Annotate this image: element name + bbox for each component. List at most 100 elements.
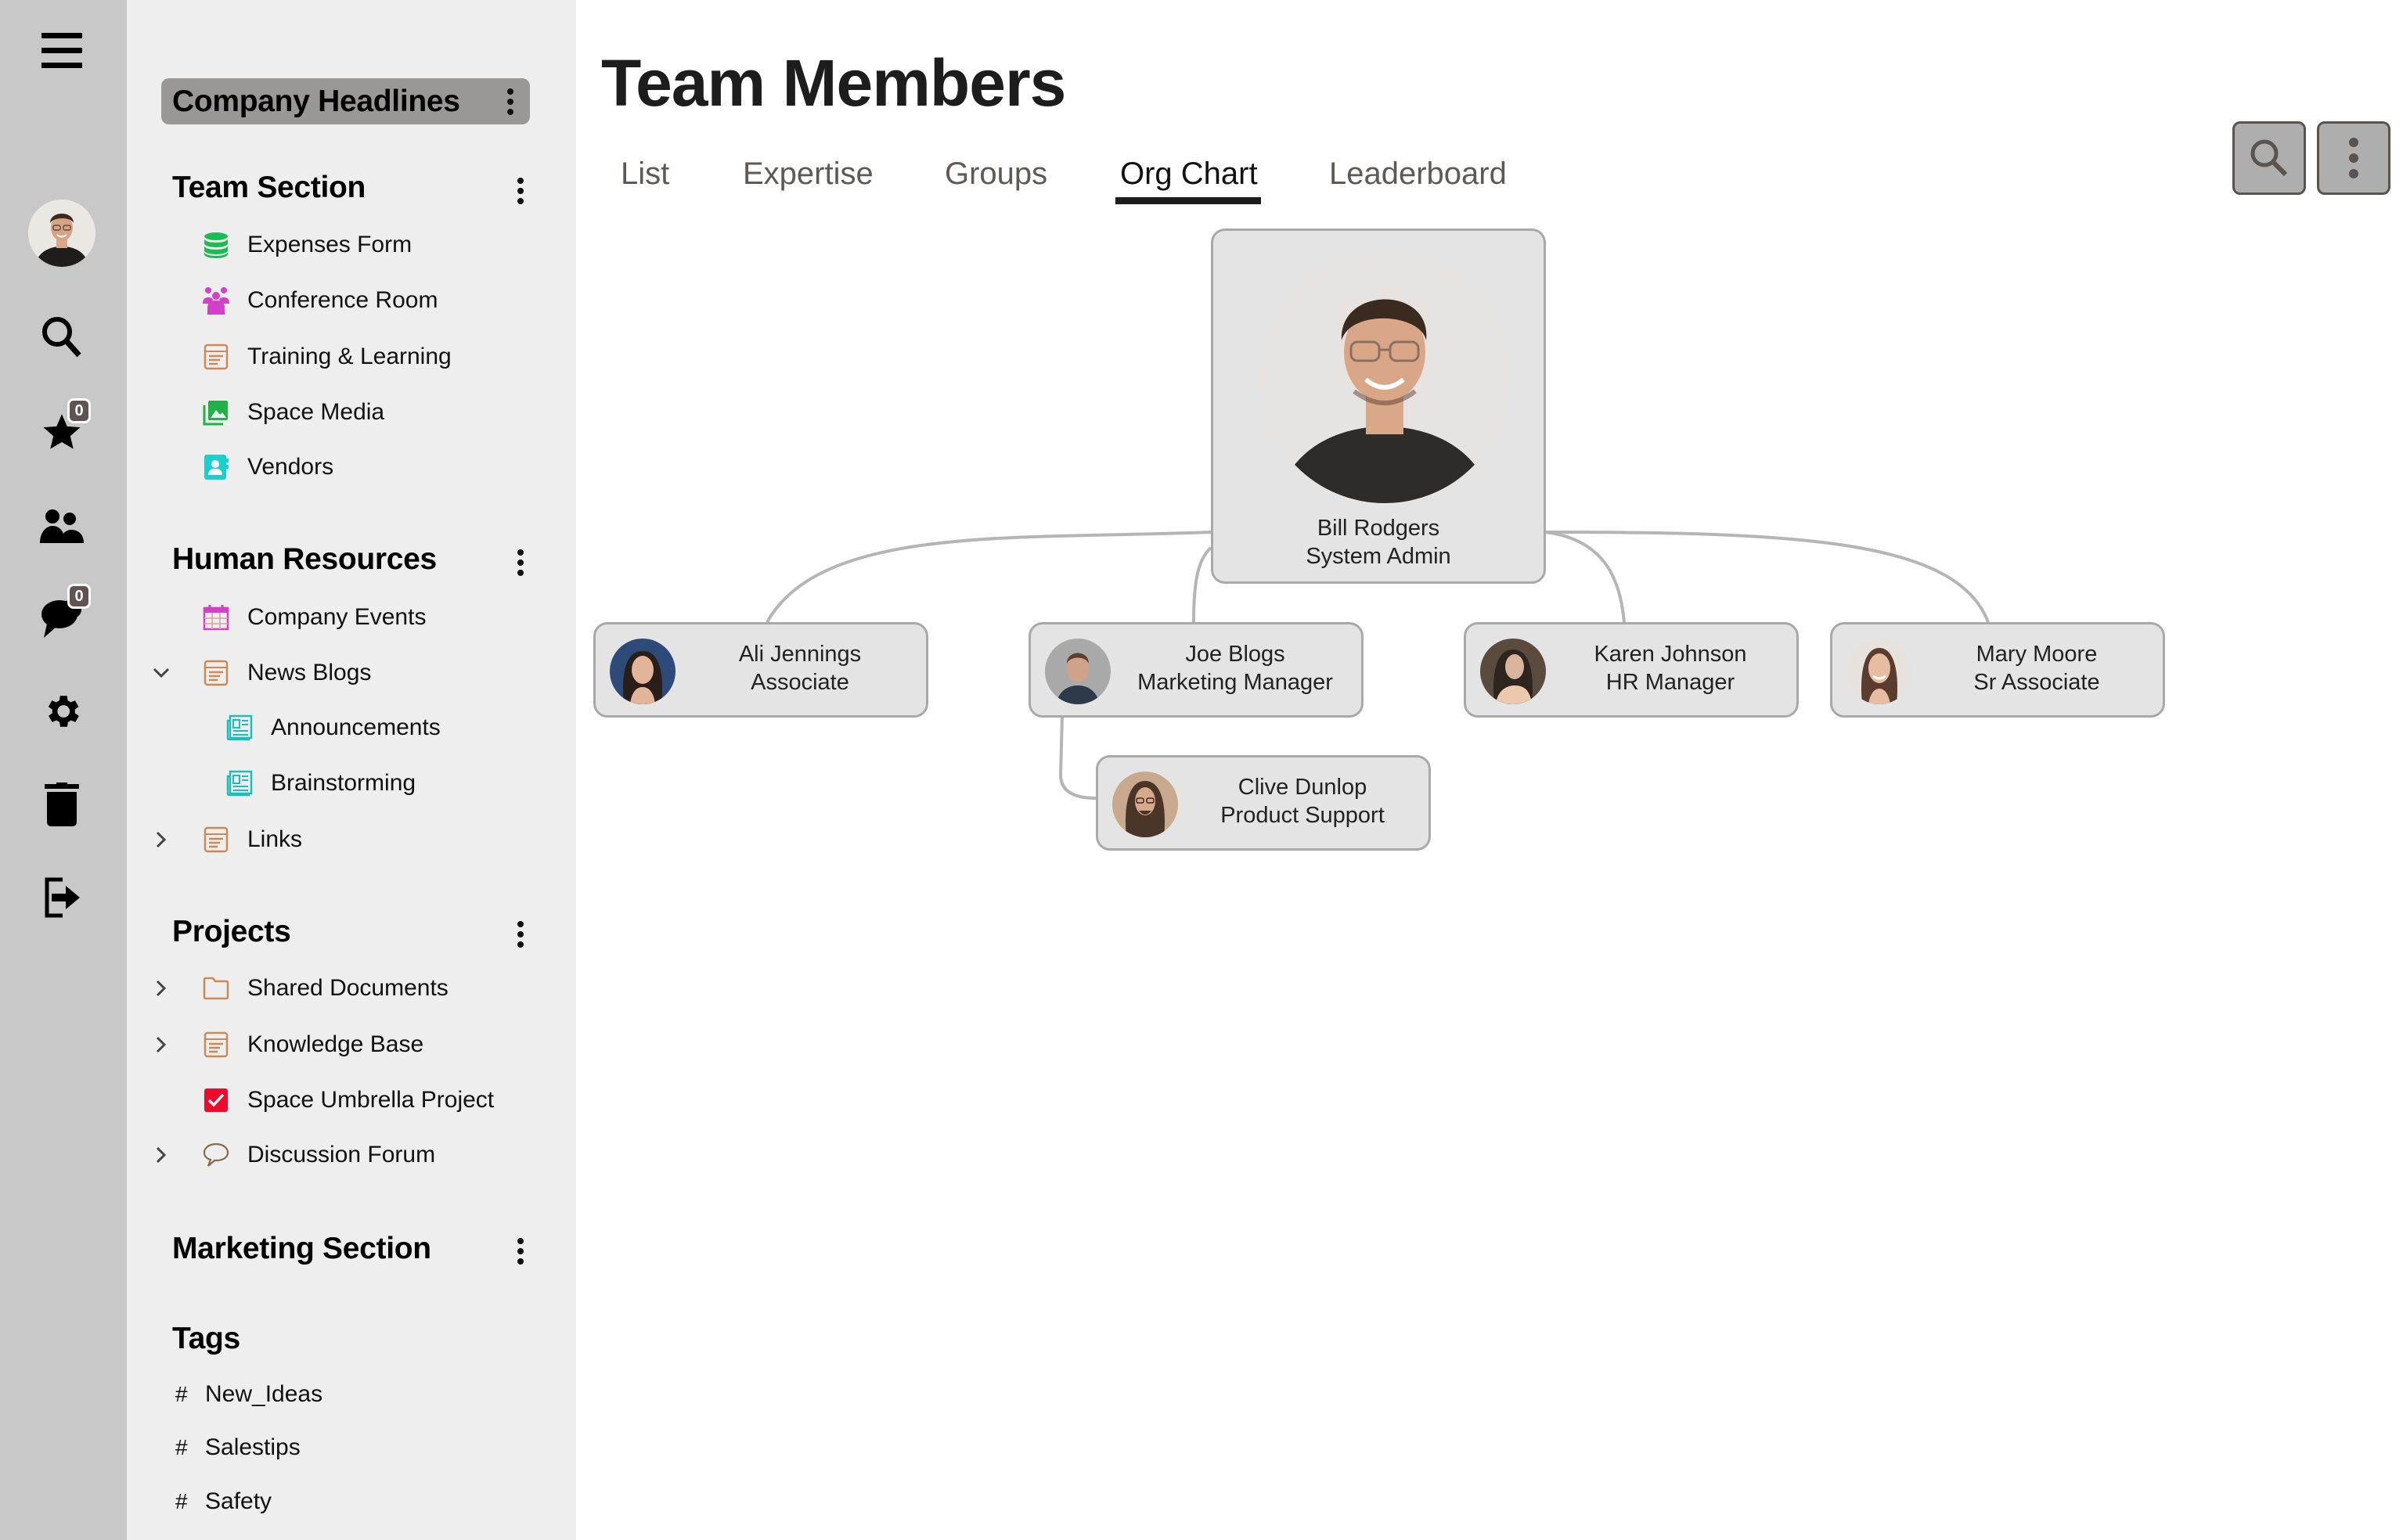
- person-info: Joe Blogs Marketing Manager: [1117, 640, 1353, 696]
- icon-rail: 0 0: [0, 0, 127, 1540]
- chevron-right-icon[interactable]: [150, 829, 172, 851]
- search-button[interactable]: [2232, 121, 2306, 195]
- company-headlines-button[interactable]: Company Headlines: [161, 78, 530, 124]
- people-icon[interactable]: [28, 498, 95, 553]
- gear-icon[interactable]: [28, 684, 95, 739]
- sidebar-item-label: Knowledge Base: [247, 1031, 424, 1057]
- org-card-joe-blogs[interactable]: Joe Blogs Marketing Manager: [1029, 622, 1364, 718]
- tab-leaderboard[interactable]: Leaderboard: [1329, 157, 1507, 191]
- person-role: HR Manager: [1605, 670, 1735, 695]
- person-info: Bill Rodgers System Admin: [1213, 514, 1544, 570]
- profile-avatar[interactable]: [28, 200, 95, 267]
- newspaper-icon: [225, 714, 254, 742]
- org-card-mary-moore[interactable]: Mary Moore Sr Associate: [1830, 622, 2165, 718]
- sidebar-item-label: Space Umbrella Project: [247, 1087, 495, 1113]
- section-title-tags: Tags: [172, 1322, 240, 1355]
- speech-bubble-icon: [202, 1141, 230, 1169]
- database-icon: [202, 231, 230, 259]
- sidebar-item-links[interactable]: Links: [156, 818, 303, 862]
- sidebar-item-label: Links: [247, 826, 303, 852]
- person-name: Clive Dunlop: [1238, 775, 1367, 800]
- search-icon[interactable]: [28, 310, 95, 365]
- headlines-more-icon[interactable]: [499, 85, 522, 119]
- document-icon: [202, 826, 230, 854]
- sidebar-item-label: Discussion Forum: [247, 1142, 436, 1168]
- section-title-marketing[interactable]: Marketing Section: [172, 1232, 431, 1265]
- person-role: Marketing Manager: [1137, 670, 1333, 695]
- person-name: Joe Blogs: [1185, 642, 1285, 667]
- navigation-sidebar: Company Headlines Team Section Expenses …: [127, 0, 576, 1540]
- hr-section-more-icon[interactable]: [509, 545, 532, 580]
- avatar: [1846, 639, 1912, 704]
- tag-safety[interactable]: # Safety: [175, 1482, 272, 1521]
- sidebar-item-label: Vendors: [247, 454, 334, 480]
- sidebar-item-brainstorming[interactable]: Brainstorming: [197, 761, 416, 805]
- trash-icon[interactable]: [28, 777, 95, 832]
- sidebar-item-label: News Blogs: [247, 660, 372, 685]
- org-card-karen-johnson[interactable]: Karen Johnson HR Manager: [1464, 622, 1799, 718]
- tag-salestips[interactable]: # Salestips: [175, 1428, 301, 1467]
- sidebar-item-training-learning[interactable]: Training & Learning: [174, 335, 452, 379]
- tab-list[interactable]: List: [621, 157, 670, 191]
- org-card-bill-rodgers[interactable]: Bill Rodgers System Admin: [1211, 228, 1546, 584]
- sidebar-item-label: Space Media: [247, 399, 385, 425]
- sidebar-item-company-events[interactable]: Company Events: [174, 595, 426, 639]
- person-role: Sr Associate: [1973, 670, 2100, 695]
- tab-groups[interactable]: Groups: [945, 157, 1048, 191]
- folder-icon: [202, 974, 230, 1002]
- tag-new-ideas[interactable]: # New_Ideas: [175, 1375, 322, 1414]
- logout-icon[interactable]: [28, 870, 95, 925]
- chevron-right-icon[interactable]: [150, 1034, 172, 1056]
- tab-expertise[interactable]: Expertise: [743, 157, 874, 191]
- avatar: [610, 639, 676, 704]
- sidebar-item-news-blogs[interactable]: News Blogs: [153, 651, 372, 695]
- sidebar-item-conference-room[interactable]: Conference Room: [174, 279, 438, 322]
- person-info: Mary Moore Sr Associate: [1918, 640, 2155, 696]
- group-icon: [202, 286, 230, 315]
- active-tab-indicator: [1115, 197, 1261, 204]
- section-title-projects[interactable]: Projects: [172, 915, 291, 948]
- sidebar-item-label: Training & Learning: [247, 344, 452, 369]
- person-name: Karen Johnson: [1594, 642, 1747, 667]
- sidebar-item-label: Company Events: [247, 604, 427, 630]
- tab-org-chart[interactable]: Org Chart: [1120, 157, 1258, 191]
- org-card-clive-dunlop[interactable]: Clive Dunlop Product Support: [1096, 755, 1431, 851]
- chevron-right-icon[interactable]: [150, 977, 172, 999]
- marketing-section-more-icon[interactable]: [509, 1234, 532, 1268]
- sidebar-item-space-umbrella-project[interactable]: Space Umbrella Project: [174, 1078, 494, 1122]
- sidebar-item-label: Announcements: [271, 714, 441, 740]
- org-card-ali-jennings[interactable]: Ali Jennings Associate: [593, 622, 928, 718]
- hamburger-menu-icon[interactable]: [28, 23, 95, 78]
- sidebar-item-expenses-form[interactable]: Expenses Form: [174, 223, 412, 267]
- sidebar-item-label: Shared Documents: [247, 975, 449, 1001]
- sidebar-item-knowledge-base[interactable]: Knowledge Base: [156, 1023, 424, 1067]
- tag-label: Safety: [205, 1488, 272, 1514]
- more-options-button[interactable]: [2317, 121, 2390, 195]
- person-role: Associate: [751, 670, 849, 695]
- section-title-human-resources[interactable]: Human Resources: [172, 542, 437, 576]
- avatar: [1480, 639, 1546, 704]
- sidebar-item-discussion-forum[interactable]: Discussion Forum: [156, 1133, 436, 1177]
- image-gallery-icon: [202, 398, 230, 426]
- document-icon: [202, 659, 230, 687]
- person-info: Karen Johnson HR Manager: [1552, 640, 1789, 696]
- sidebar-item-vendors[interactable]: Vendors: [174, 445, 333, 489]
- person-role: Product Support: [1220, 803, 1385, 828]
- tag-label: New_Ideas: [205, 1381, 323, 1407]
- page-title: Team Members: [601, 46, 1066, 120]
- sidebar-item-announcements[interactable]: Announcements: [197, 706, 441, 750]
- section-title-team[interactable]: Team Section: [172, 171, 366, 204]
- hashtag-icon: #: [175, 1489, 188, 1513]
- newspaper-icon: [225, 769, 254, 797]
- sidebar-item-space-media[interactable]: Space Media: [174, 390, 384, 434]
- checkbox-checked-icon: [202, 1086, 230, 1114]
- sidebar-item-shared-documents[interactable]: Shared Documents: [156, 966, 449, 1010]
- projects-section-more-icon[interactable]: [509, 917, 532, 952]
- favorites-button[interactable]: 0: [28, 398, 95, 459]
- chevron-right-icon[interactable]: [150, 1144, 172, 1166]
- messages-button[interactable]: 0: [28, 584, 95, 645]
- avatar: [1260, 254, 1509, 503]
- more-vertical-icon: [2349, 138, 2358, 178]
- team-section-more-icon[interactable]: [509, 174, 532, 208]
- chevron-down-icon[interactable]: [150, 662, 172, 684]
